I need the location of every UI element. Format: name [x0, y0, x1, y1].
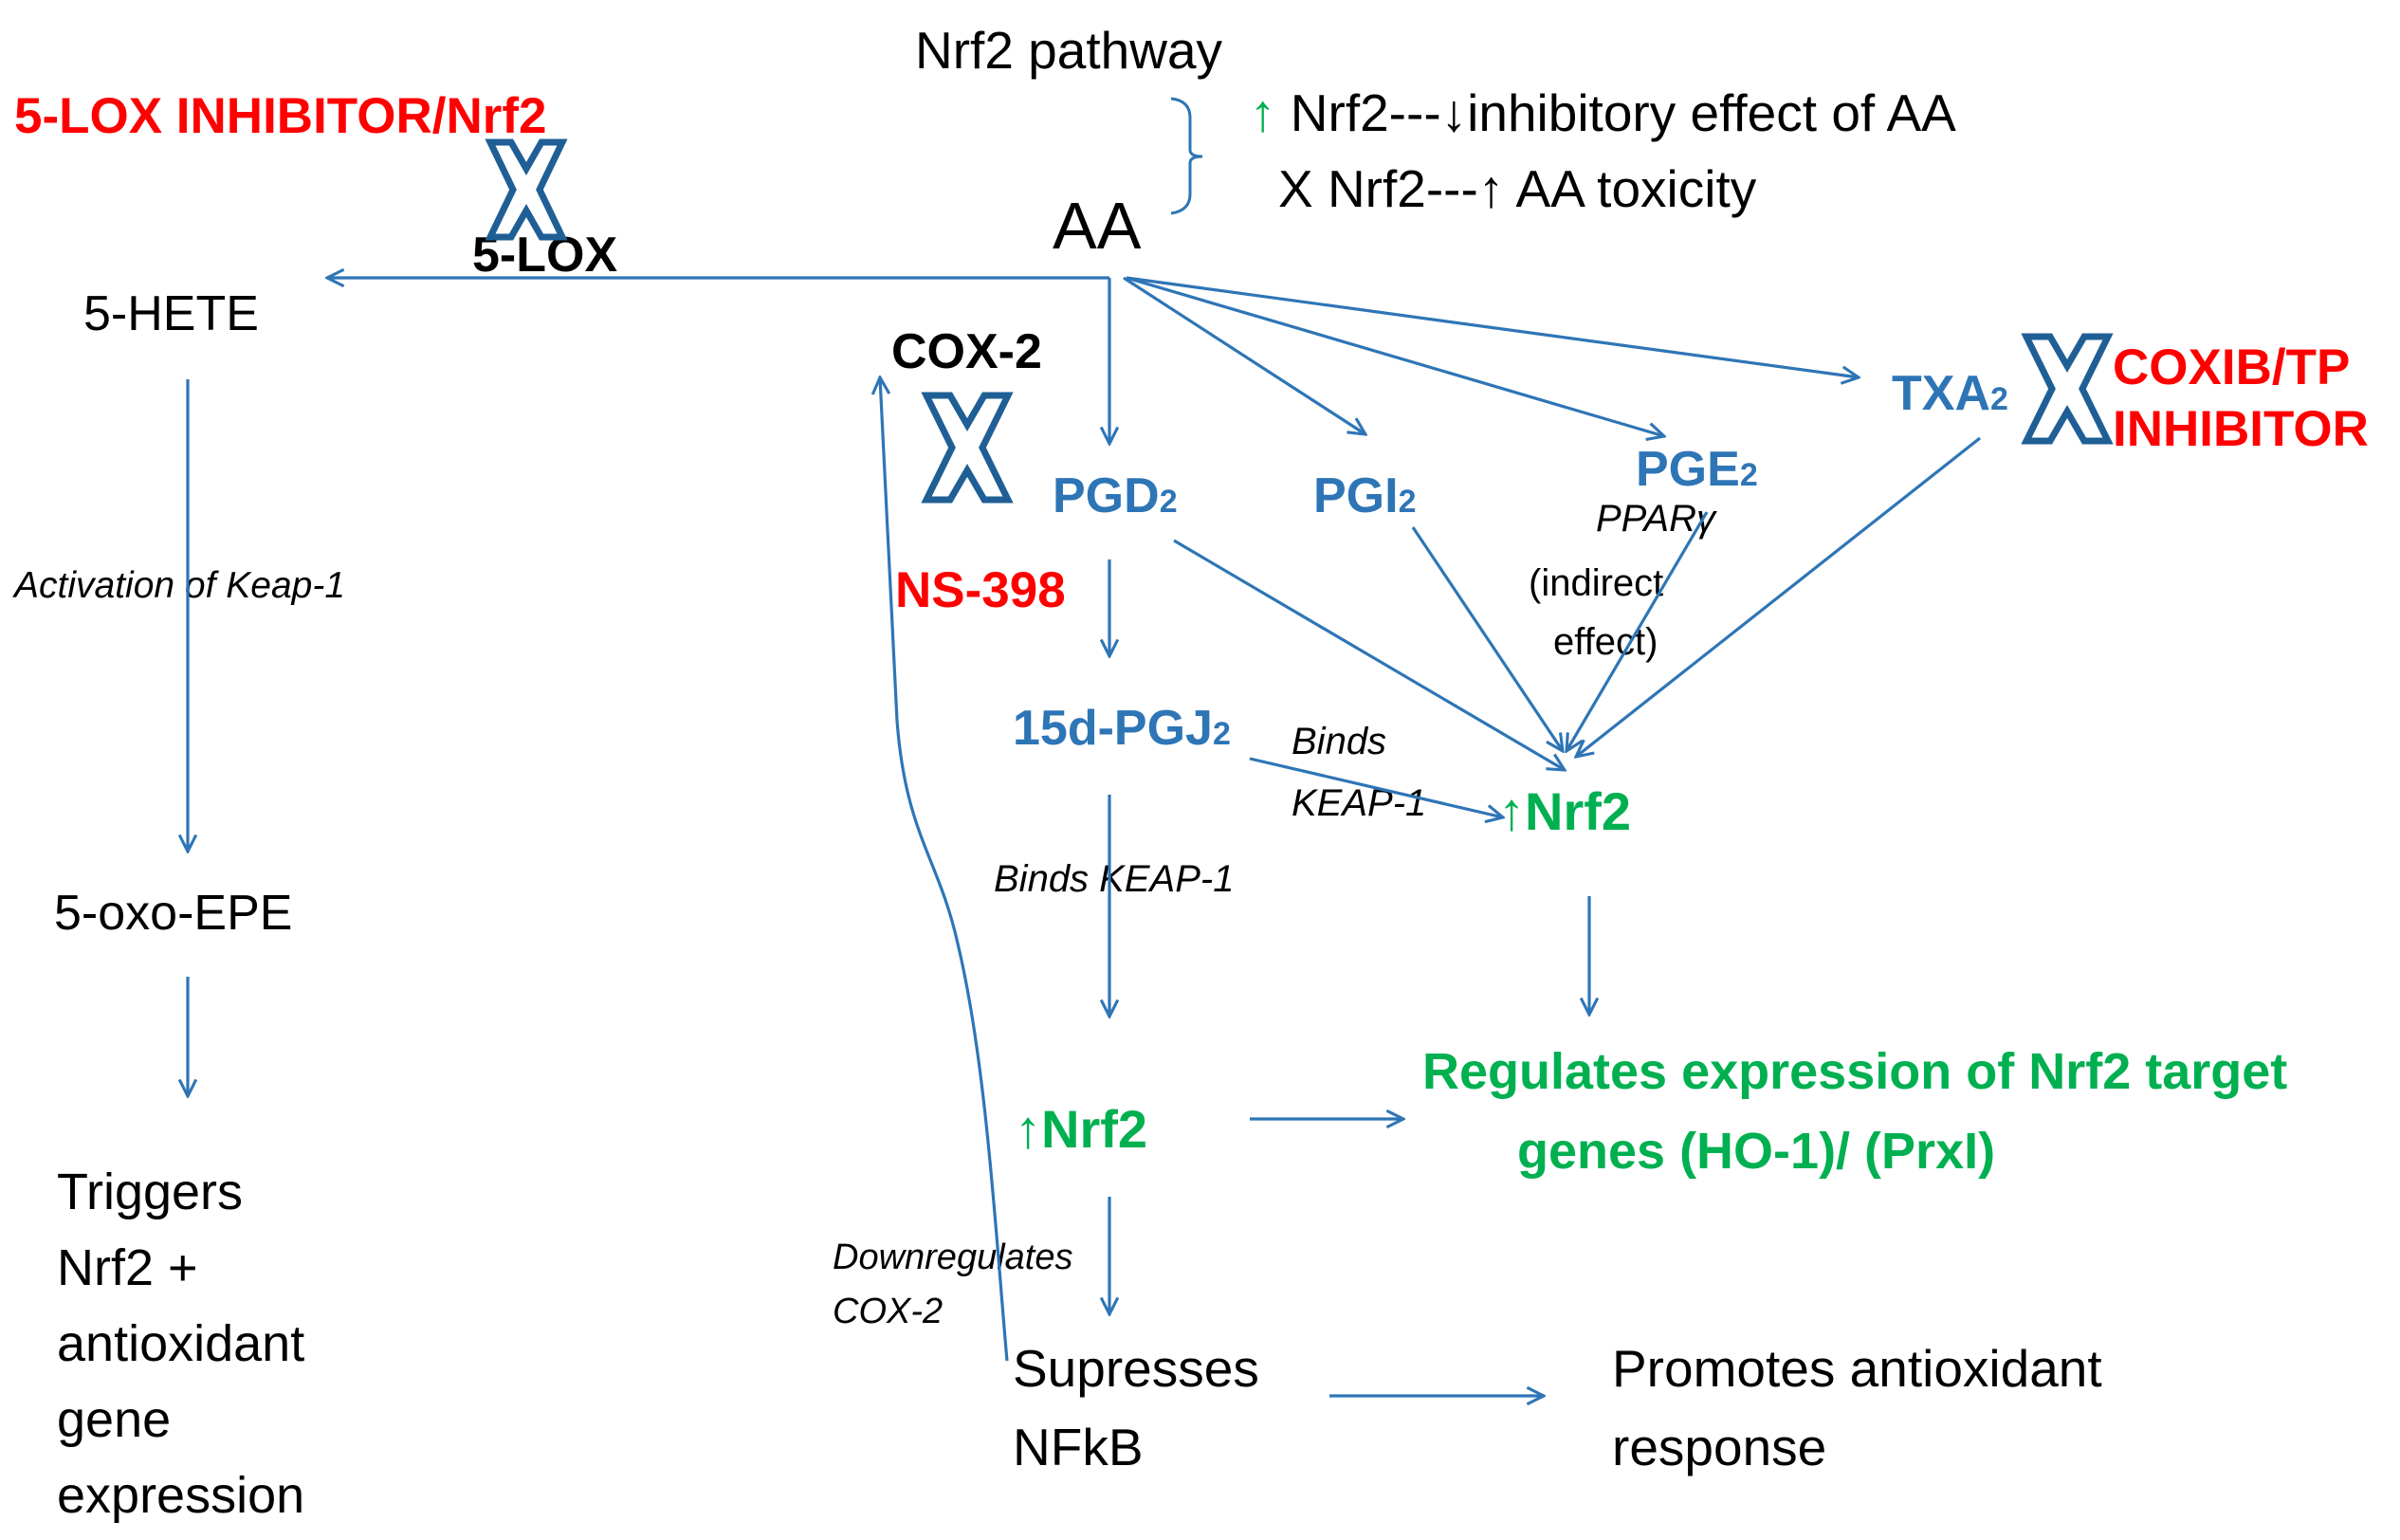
arrow-aa-to-pge2 — [1126, 276, 1664, 436]
green-up-arrow: ↑ — [1250, 83, 1276, 142]
nrf2-upregulated-right: ↑Nrf2 — [1498, 781, 1631, 841]
cox-2-enzyme-label: COX-2 — [891, 324, 1042, 379]
pgi2-node: PGI2 — [1313, 468, 1417, 523]
suppresses-nfkb-text: Supresses NFkB — [1013, 1339, 1273, 1476]
activation-keap1-label: Activation of Keap-1 — [12, 565, 345, 606]
grouping-brace — [1170, 97, 1203, 215]
pge2-node: PGE2 — [1636, 442, 1758, 497]
arrow-pgi2-to-nrf2 — [1411, 526, 1563, 751]
arrow-15d-pgj2-to-nrf2 — [1249, 757, 1503, 817]
ns-398-inhibitor-label: NS-398 — [895, 562, 1066, 618]
binds-keap1-down-label: Binds KEAP-1 — [994, 858, 1234, 900]
arrow-aa-to-pgi2 — [1123, 276, 1365, 434]
txa2-node: TXA2 — [1892, 366, 2008, 421]
15d-pgj2-node: 15d-PGJ2 — [1013, 701, 1231, 756]
nrf2-effect-line-1: ↑ Nrf2---↓inhibitory effect of AA — [1250, 83, 1956, 142]
pgd2-node: PGD2 — [1053, 468, 1178, 523]
arrow-pge2-to-nrf2 — [1566, 511, 1709, 751]
ppar-indirect-effect-text: (indirect effect) — [1529, 562, 1674, 663]
nrf2-pathway-title: Nrf2 pathway — [915, 21, 1223, 80]
promotes-antioxidant-text: Promotes antioxidant response — [1612, 1339, 2116, 1476]
arrow-downregulates-cox-2 — [880, 377, 1009, 1362]
txa2-block-cross-icon — [2021, 333, 2114, 445]
5-lox-block-cross-icon — [485, 138, 568, 241]
downregulates-cox2-label: Downregulates COX-2 — [833, 1238, 1083, 1331]
regulates-expression-text: Regulates expression of Nrf2 target gene… — [1422, 1043, 2301, 1180]
5-lox-inhibitor-label: 5-LOX INHIBITOR/Nrf2 — [14, 88, 546, 144]
arrow-txa2-to-nrf2 — [1576, 436, 1981, 757]
arrow-pgd2-to-nrf2 — [1173, 539, 1565, 770]
triggers-nrf2-text: Triggers Nrf2 + antioxidant gene express… — [57, 1164, 319, 1524]
binds-keap1-right-label: Binds KEAP-1 — [1292, 721, 1426, 824]
arrow-aa-to-txa2 — [1126, 276, 1859, 377]
cox-2-block-cross-icon — [921, 392, 1014, 504]
coxib-tp-inhibitor-label: COXIB/TP INHIBITOR — [2113, 339, 2369, 457]
connector-arrows — [188, 276, 1981, 1396]
aa-node: AA — [1053, 189, 1142, 263]
nrf2-upregulated-center: ↑Nrf2 — [1015, 1099, 1147, 1159]
nrf2-effect-line-2: X Nrf2---↑ AA toxicity — [1278, 159, 1757, 218]
5-oxo-epe-node: 5-oxo-EPE — [54, 886, 292, 941]
5-hete-node: 5-HETE — [83, 286, 259, 341]
ppar-indirect-label: PPARγ — [1596, 498, 1717, 540]
